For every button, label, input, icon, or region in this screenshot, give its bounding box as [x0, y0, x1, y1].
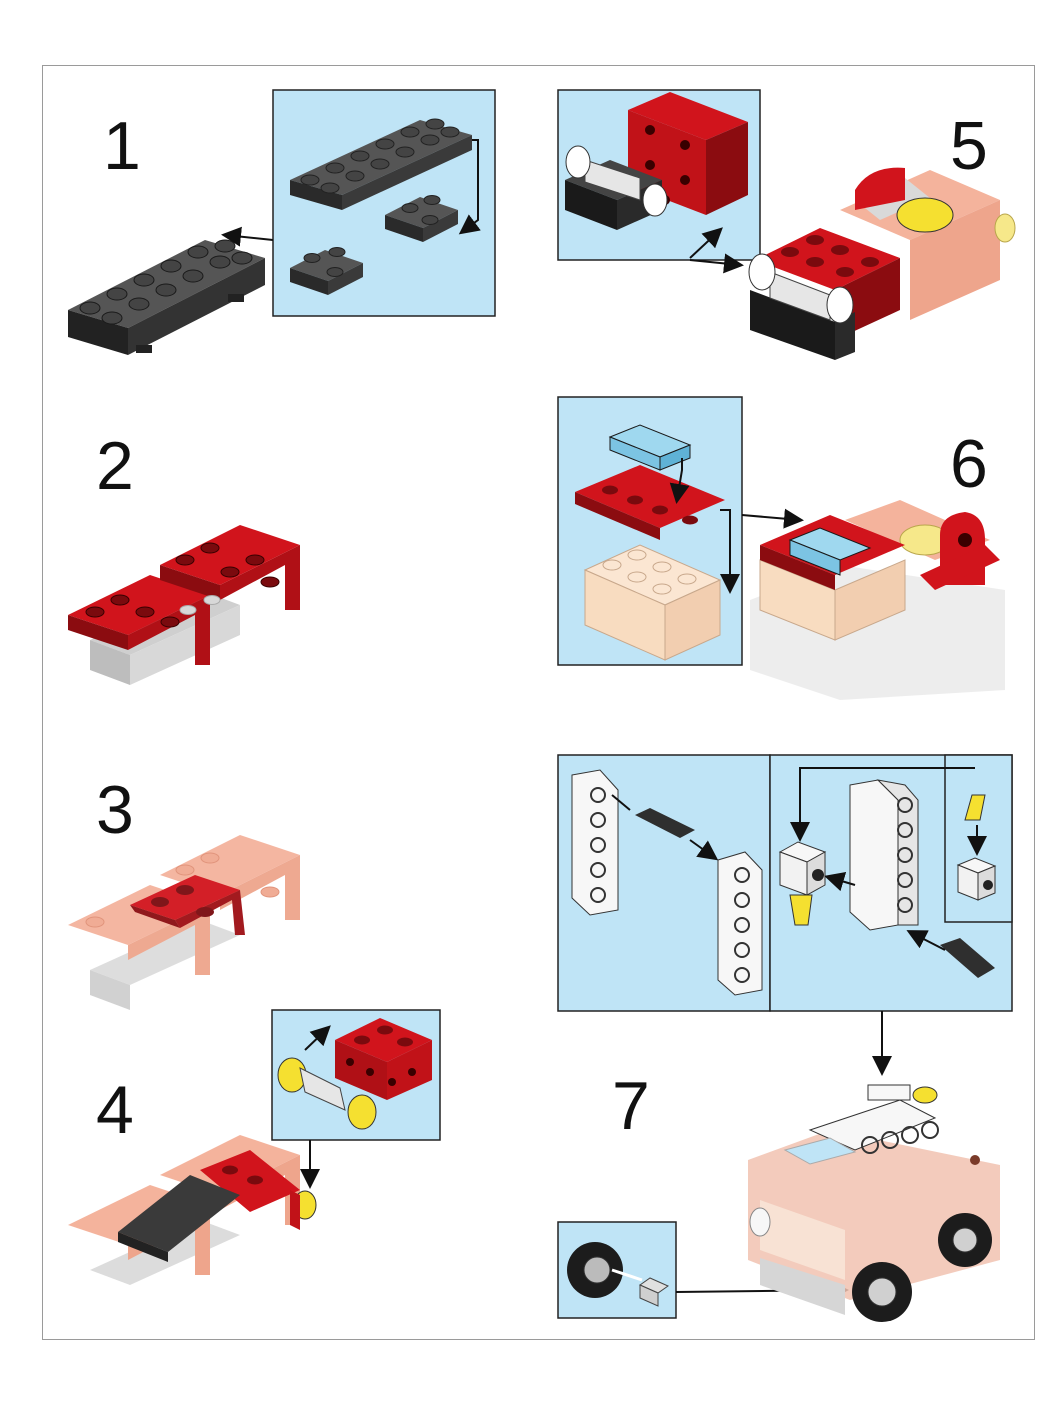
step-4-assembly	[68, 1135, 317, 1285]
step-1-callout	[272, 89, 496, 317]
step-number-2: 2	[96, 428, 134, 504]
step-number-4: 4	[96, 1072, 134, 1148]
liftarm-piece	[571, 769, 619, 916]
step-6-assembly	[750, 500, 1005, 700]
page-frame	[42, 65, 1035, 1340]
step-3-assembly	[68, 835, 300, 1010]
step-number-7: 7	[612, 1068, 650, 1144]
step-number-5: 5	[950, 108, 988, 184]
step-5-callout	[557, 89, 761, 261]
step-7-wheel-callout	[557, 1221, 677, 1319]
step-4-callout	[271, 1009, 441, 1189]
step-7-callout	[557, 754, 1013, 1012]
step-2-assembly	[68, 525, 300, 685]
liftarm-piece-2	[717, 851, 763, 996]
step-5-assembly	[748, 167, 1016, 360]
step-number-1: 1	[103, 108, 141, 184]
step-number-3: 3	[96, 772, 134, 848]
step-number-6: 6	[950, 426, 988, 502]
step-6-callout	[557, 396, 743, 666]
step-7-assembly	[748, 1084, 1000, 1322]
step-1-assembly	[68, 239, 265, 355]
